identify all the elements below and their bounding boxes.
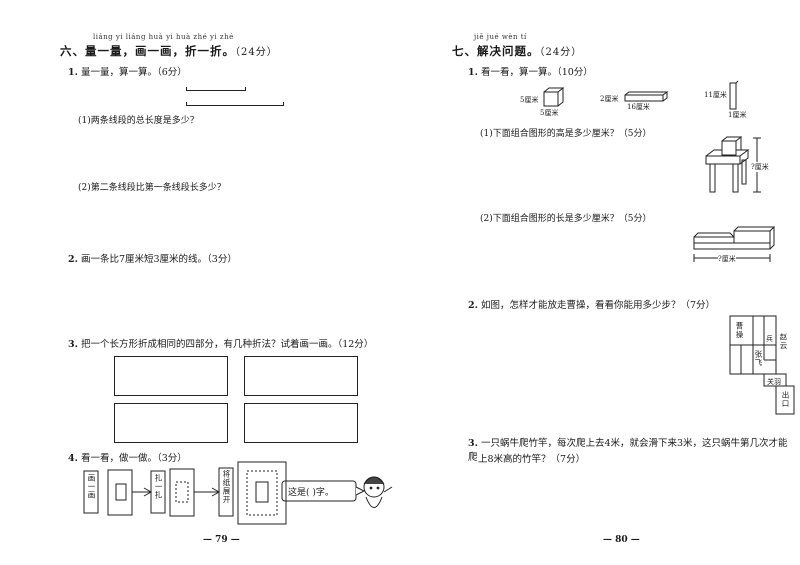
plank-height-label: 2厘米	[600, 95, 619, 103]
cube-front	[543, 91, 559, 107]
folded-paper-2-inner	[175, 481, 189, 503]
q3-left-text: 把一个长方形折成相同的四部分，有几种折法？试着画一画。（12分）	[80, 339, 374, 350]
q2-right-number: 2.	[468, 300, 478, 311]
plank-length-label: 16厘米	[627, 103, 650, 111]
plank-front	[624, 94, 664, 102]
piece-guanyu: 关羽	[767, 378, 781, 386]
q1-left-number: 1.	[68, 67, 78, 78]
puzzle-row-bottom	[763, 373, 787, 387]
q3-right-line2: 上8米高的竹竿？（7分）	[478, 454, 586, 465]
piece-exit: 出口	[781, 391, 790, 408]
answer-bubble-tail	[355, 486, 366, 496]
combo1-leg3	[741, 159, 747, 185]
q3-right-text: 一只蜗牛爬竹竿，每次爬上去4米，就会滑下来3米，这只蜗牛第几次才能爬	[468, 438, 788, 463]
step1-label: 画一画	[87, 474, 96, 500]
section-6-pinyin: liáng yi liáng huà yi huà zhé yi zhé	[93, 33, 234, 41]
q3-right: 3. 一只蜗牛爬竹竿，每次爬上去4米，就会滑下来3米，这只蜗牛第几次才能爬	[468, 435, 788, 463]
puzzle-exit	[775, 385, 795, 415]
stick	[729, 82, 737, 110]
combo2-cube-row	[733, 230, 771, 244]
q1-right-sub2: (2)下面组合图形的长是多少厘米？（5分）	[480, 214, 652, 224]
q3-right-number: 3.	[468, 438, 478, 449]
q2-left-text: 画一条比7厘米短3厘米的线。（3分）	[80, 254, 237, 265]
unfolded-paper	[237, 461, 287, 525]
mascot-body	[365, 496, 383, 508]
step3-label: 将纸展开	[222, 470, 231, 504]
q3-left-number: 3.	[68, 339, 78, 350]
cube-height-label: 5厘米	[520, 96, 539, 104]
fold-rectangle-3	[114, 403, 228, 443]
q2-right-text: 如图，怎样才能放走曹操，看看你能用多少步？（7分）	[480, 300, 715, 311]
step3-label-box	[218, 467, 234, 517]
segment-2	[186, 102, 284, 106]
folded-paper-1-inner	[115, 483, 127, 501]
fold-rectangle-1	[114, 356, 228, 396]
q2-left-number: 2.	[68, 254, 78, 265]
piece-bing: 兵	[766, 335, 773, 343]
q1-right: 1. 看一看，算一算。（10分）	[468, 64, 593, 78]
q4-left: 4. 看一看，做一做。（3分）	[68, 450, 187, 464]
step1-label-box	[83, 470, 99, 514]
combo1-label: ?厘米	[751, 162, 769, 172]
q1-left-text: 量一量，算一算。（6分）	[80, 67, 187, 78]
stick-height-label: 11厘米	[704, 91, 727, 99]
q1-right-text: 看一看，算一算。（10分）	[480, 67, 593, 78]
section-6-points: （24分）	[235, 47, 278, 58]
q2-right: 2. 如图，怎样才能放走曹操，看看你能用多少步？（7分）	[468, 297, 715, 311]
unfolded-paper-inner	[255, 481, 269, 503]
segment-1	[186, 87, 246, 91]
step2-label-box	[150, 470, 166, 514]
q1-right-sub1: (1)下面组合图形的高是多少厘米？（5分）	[480, 129, 652, 139]
fold-rectangle-2	[244, 356, 358, 396]
answer-prompt: 这是( )字。	[288, 488, 334, 498]
stick-width-label: 1厘米	[728, 111, 747, 119]
q4-left-text: 看一看，做一做。（3分）	[80, 453, 187, 464]
combo2-label: ?厘米	[718, 254, 736, 264]
section-7-title-text: 七、解决问题。	[452, 44, 540, 58]
cube-width-label: 5厘米	[540, 109, 559, 117]
q1-left-sub2: (2)第二条线段比第一条线段长多少？	[78, 183, 226, 193]
section-6-title-text: 六、量一量，画一画，折一折。	[60, 44, 235, 58]
piece-caocao: 曹操	[735, 322, 744, 339]
combo2-plank-2	[693, 236, 735, 244]
combo1-cube	[721, 140, 737, 156]
q1-left-sub1: (1)两条线段的总长度是多少？	[78, 116, 199, 126]
unfolded-paper-middle	[246, 470, 278, 516]
section-7-points: （24分）	[539, 47, 583, 58]
q1-right-number: 1.	[468, 67, 478, 78]
section-6-title: 六、量一量，画一画，折一折。（24分）	[60, 43, 278, 59]
combo1-plank	[705, 155, 741, 165]
q1-left: 1. 量一量，算一算。（6分）	[68, 64, 187, 78]
section-7-pinyin: jiě jué wèn tí	[474, 33, 527, 41]
q2-left: 2. 画一条比7厘米短3厘米的线。（3分）	[68, 251, 237, 265]
piece-zhaoyun: 赵云	[779, 333, 788, 350]
combo1-leg1	[709, 163, 716, 193]
cube-top-side	[543, 87, 565, 107]
piece-zhangfei: 张飞	[754, 350, 763, 367]
q4-left-number: 4.	[68, 453, 78, 464]
page-number-right: — 80 —	[603, 535, 640, 545]
mascot-hat	[363, 476, 385, 485]
plank-top-side	[624, 91, 669, 102]
page-number-left: — 79 —	[203, 535, 240, 545]
combo1-leg2	[732, 163, 739, 193]
step2-label: 扎一扎	[154, 474, 163, 500]
q3-left: 3. 把一个长方形折成相同的四部分，有几种折法？试着画一画。（12分）	[68, 336, 373, 350]
section-7-title: 七、解决问题。（24分）	[452, 43, 582, 59]
fold-rectangle-4	[244, 403, 358, 443]
combo2-plank-1	[693, 242, 771, 250]
